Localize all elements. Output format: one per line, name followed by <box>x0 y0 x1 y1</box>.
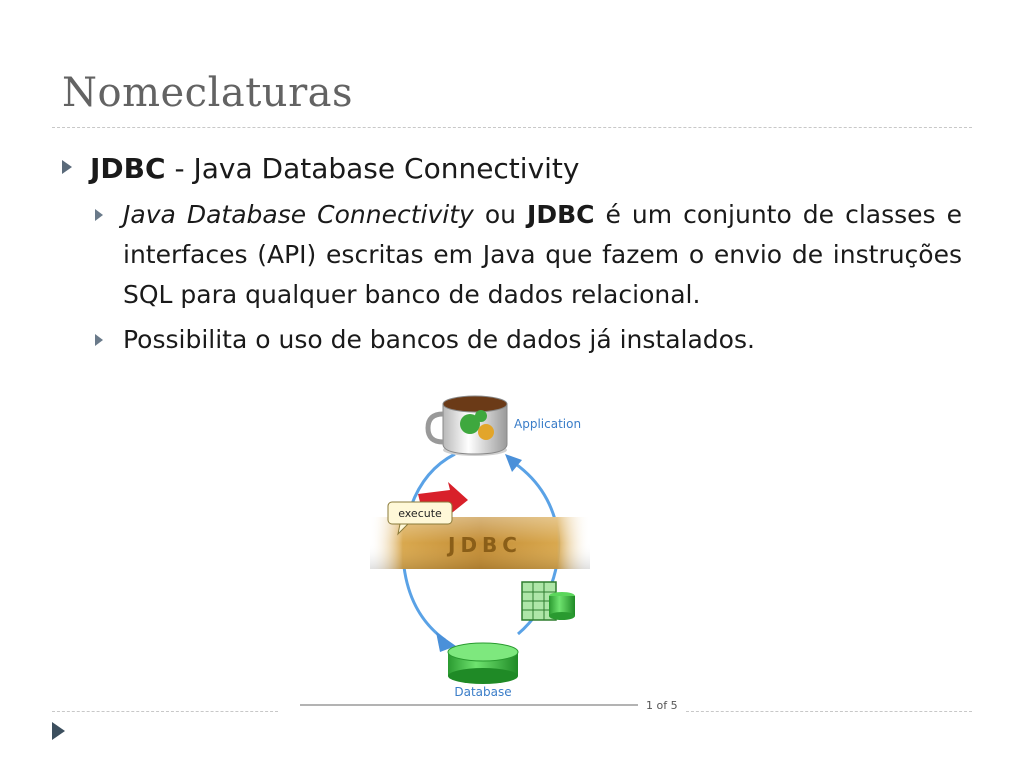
definition-text: é um conjunto de classes e interfaces (A… <box>123 200 962 309</box>
title-divider <box>52 127 972 128</box>
footer-divider-left <box>52 711 278 712</box>
bullet-jdbc-text: - Java Database Connectivity <box>165 152 580 185</box>
subbullet-marker-icon <box>95 334 103 346</box>
page-indicator: 1 of 5 <box>646 699 678 712</box>
slide-title: Nomeclaturas <box>62 70 354 116</box>
execute-callout: execute <box>387 501 453 536</box>
definition-connector: ou <box>473 200 528 229</box>
definition-bold: JDBC <box>527 200 595 229</box>
jdbc-diagram: JDBC Application execute Database 1 <box>300 395 678 712</box>
arrow-down-icon <box>436 632 456 652</box>
subbullet-marker-icon <box>95 209 103 221</box>
bullet-jdbc-bold: JDBC <box>90 152 166 185</box>
application-mug-icon <box>425 395 508 456</box>
execute-label: execute <box>398 507 442 520</box>
arrow-up-icon <box>505 454 522 472</box>
footer-divider-right <box>686 711 972 712</box>
jdbc-band-label: JDBC <box>446 533 522 557</box>
database-icon <box>447 642 519 684</box>
bullet-jdbc: JDBC - Java Database Connectivity <box>62 152 579 186</box>
installed-text: Possibilita o uso de bancos de dados já … <box>123 325 755 354</box>
database-label: Database <box>454 685 511 699</box>
bullet-marker-icon <box>62 160 72 174</box>
definition-italic: Java Database Connectivity <box>123 200 474 229</box>
slide-nav-play-icon[interactable] <box>52 722 65 740</box>
subbullet-installed: Possibilita o uso de bancos de dados já … <box>95 320 962 360</box>
application-label: Application <box>514 417 581 431</box>
subbullet-definition: Java Database Connectivity ou JDBC é um … <box>95 195 962 315</box>
resultset-table-icon <box>521 581 575 621</box>
